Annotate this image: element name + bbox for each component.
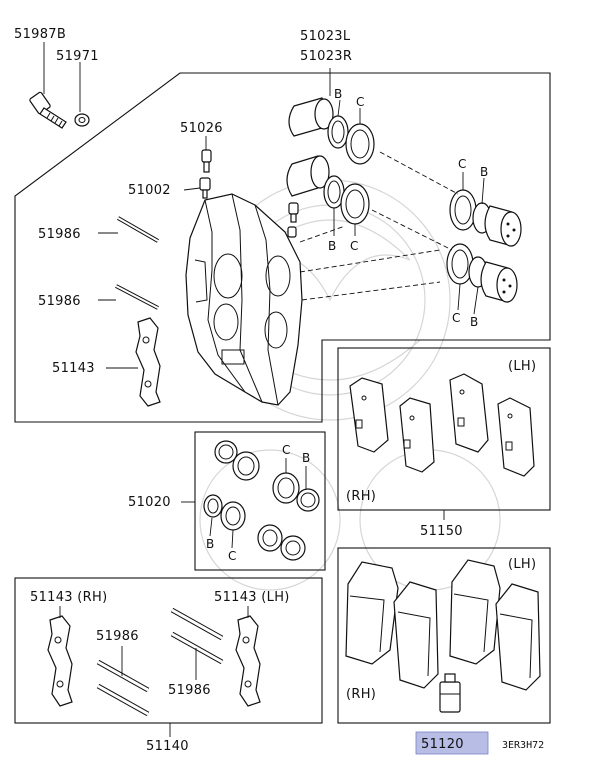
piston-right-lower: [480, 261, 518, 303]
label-c-kit: C: [282, 443, 290, 457]
caliper-group-outline: [14, 72, 551, 423]
label-c-right-upper: C: [458, 157, 466, 171]
shim-3: [449, 373, 489, 453]
part-number-highlight[interactable]: [415, 731, 489, 755]
label-51987b: 51987B: [14, 27, 66, 42]
diagram-code: 3ER3H72: [502, 740, 544, 751]
clip-lh: [235, 615, 261, 707]
label-lh-pads: (LH): [508, 557, 536, 572]
shim-4: [497, 397, 535, 477]
pin-51986-upper: [117, 216, 159, 243]
label-51986-kit-upper: 51986: [96, 629, 139, 644]
pad-lh-inner: [495, 583, 541, 691]
seal-b-upper: [327, 115, 349, 149]
pin-kit-box: [14, 577, 323, 724]
seal-c-lower: [340, 183, 370, 225]
label-b-kit: B: [302, 451, 310, 465]
label-c-right-lower: C: [452, 311, 460, 325]
label-51120[interactable]: 51120: [421, 737, 464, 752]
bolt-51987b: [29, 91, 67, 129]
label-51143-lh: 51143 (LH): [214, 590, 290, 605]
pad-rh-outer: [345, 561, 399, 665]
piston-right-upper: [484, 205, 522, 247]
shim-2: [399, 397, 435, 473]
label-lh-shims: (LH): [508, 359, 536, 374]
label-b-lower: B: [328, 239, 336, 253]
label-51986-lower: 51986: [38, 294, 81, 309]
pin-51986-lower: [115, 284, 159, 310]
seal-kit-box: [194, 431, 326, 571]
caliper-body: [185, 193, 303, 406]
label-b-kit-lower: B: [206, 537, 214, 551]
label-51143-rh: 51143 (RH): [30, 590, 107, 605]
label-b-right-lower: B: [470, 315, 478, 329]
label-rh-shims: (RH): [346, 489, 376, 504]
label-51023l: 51023L: [300, 29, 351, 44]
seal-c-upper: [345, 123, 375, 165]
label-c-lower: C: [350, 239, 358, 253]
seal-c-right-upper: [449, 189, 477, 231]
bleeder-screw-side: [287, 202, 299, 238]
label-51986-kit-lower: 51986: [168, 683, 211, 698]
label-b-upper: B: [334, 87, 342, 101]
label-51140: 51140: [146, 739, 189, 754]
washer-51971: [74, 113, 90, 127]
pad-lh-outer: [449, 559, 501, 665]
label-51023r: 51023R: [300, 49, 352, 64]
pin-kit-pins: [96, 607, 224, 717]
label-51971: 51971: [56, 49, 99, 64]
seal-kit-seals: [203, 440, 320, 561]
piston-lower-left: [286, 155, 330, 197]
label-rh-pads: (RH): [346, 687, 376, 702]
label-51986-upper: 51986: [38, 227, 81, 242]
label-c-kit-lower: C: [228, 549, 236, 563]
label-51026: 51026: [180, 121, 223, 136]
spring-clip-51143: [135, 317, 161, 407]
label-c-upper: C: [356, 95, 364, 109]
piston-upper-left: [288, 97, 334, 137]
bleeder-screw-51026: [201, 149, 212, 173]
label-51002: 51002: [128, 183, 171, 198]
label-b-right-upper: B: [480, 165, 488, 179]
label-51143: 51143: [52, 361, 95, 376]
shim-1: [349, 377, 389, 453]
pad-set-box: [337, 547, 551, 724]
seal-c-right-lower: [446, 243, 474, 285]
label-51150: 51150: [420, 524, 463, 539]
label-51020: 51020: [128, 495, 171, 510]
clip-rh: [47, 615, 73, 707]
cap-51002: [199, 177, 211, 199]
grease-tube: [439, 673, 461, 713]
pad-rh-inner: [393, 581, 439, 689]
